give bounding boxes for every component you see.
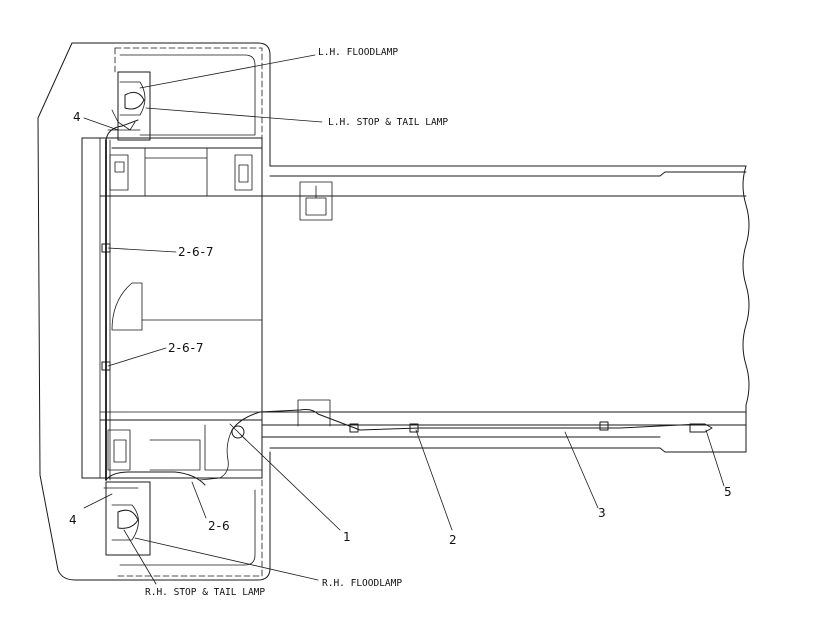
wiring-harness <box>101 119 713 486</box>
rh-stop-tail-lamp-label: R.H. STOP & TAIL LAMP <box>145 587 265 598</box>
part-4-top-label: 4 <box>73 110 81 124</box>
rh-lamp-assembly <box>103 481 151 556</box>
lh-stop-tail-lamp-label: L.H. STOP & TAIL LAMP <box>328 117 448 128</box>
ref-2-6-label: 2-6 <box>208 519 231 533</box>
leader-lines <box>83 54 725 585</box>
part-5-label: 5 <box>724 485 732 499</box>
body-outline <box>37 42 271 581</box>
lh-lamp-assembly <box>107 71 151 141</box>
ref-2-6-7-upper-label: 2-6-7 <box>178 245 215 259</box>
lh-floodlamp-label: L.H. FLOODLAMP <box>318 47 398 58</box>
part-4-bottom-label: 4 <box>69 513 77 527</box>
rh-floodlamp-label: R.H. FLOODLAMP <box>322 578 402 589</box>
part-3-label: 3 <box>598 506 606 520</box>
ref-2-6-7-lower-label: 2-6-7 <box>168 341 205 355</box>
part-2-label: 2 <box>449 533 457 547</box>
part-1-label: 1 <box>343 530 351 544</box>
